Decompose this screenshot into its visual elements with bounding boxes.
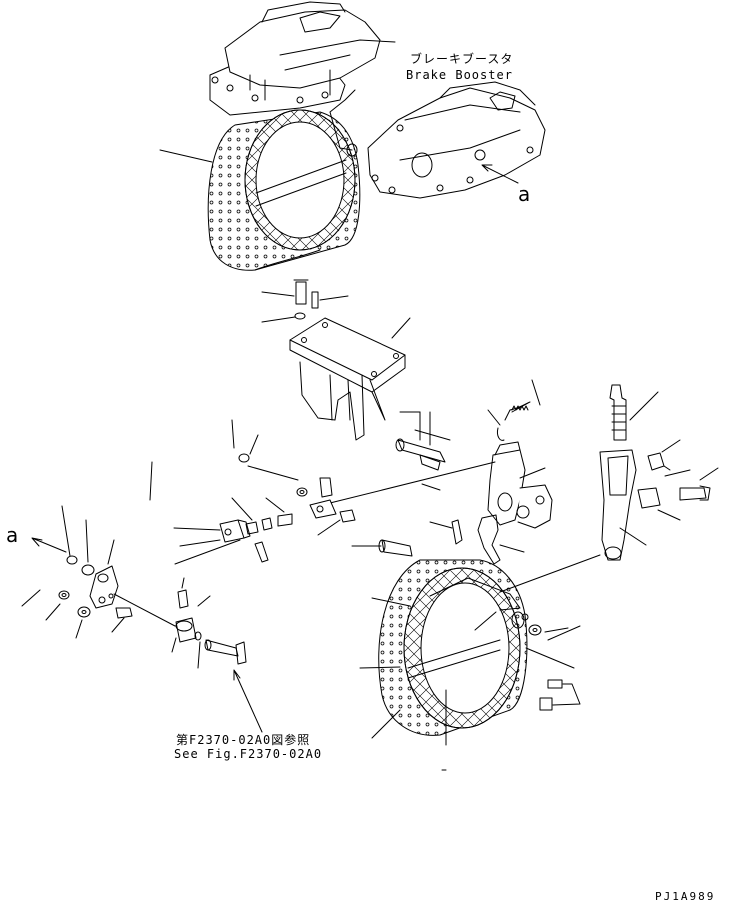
clevis-pin (255, 542, 268, 562)
leader-pin-top (422, 484, 440, 490)
leader-washer-right (545, 626, 580, 640)
leader-bracket-arm (526, 648, 574, 668)
leader-bottom-band-2 (372, 710, 400, 738)
leader-cam-pin (430, 522, 452, 528)
booster-label-en: Brake Booster (406, 68, 513, 82)
arm-bolt (680, 486, 710, 500)
leader-bracket (392, 318, 410, 338)
leader-arm (620, 528, 646, 545)
leader-top-drum (160, 150, 212, 162)
leader-spring-2 (488, 410, 500, 425)
leader-upper-clevis (318, 520, 340, 535)
top-booster-housing (210, 2, 395, 156)
bushing (176, 618, 201, 642)
clevis-block (220, 520, 250, 542)
rod-adjuster (610, 385, 626, 440)
leader-link-long (114, 594, 175, 626)
leader-bolts-bottom-right (553, 684, 580, 705)
small-washer-right (522, 614, 541, 635)
rod-end (205, 640, 246, 664)
leader-clevis-2 (180, 540, 220, 546)
leader-block-2 (665, 470, 690, 476)
bottom-brake-band (379, 560, 527, 735)
leader-upper-washer (150, 420, 258, 500)
leader-left-parts (22, 506, 210, 668)
leader-pin-1 (320, 296, 348, 300)
leader-lever (520, 468, 545, 478)
arm-block (638, 453, 670, 508)
bracket-pins (396, 412, 450, 470)
leader-nut (266, 498, 284, 512)
figure-id: PJ1A989 (655, 890, 716, 903)
ref-arrow-left (32, 538, 66, 552)
leader-washer-1 (262, 317, 295, 322)
leader-adjuster (630, 392, 658, 420)
leader-pins (400, 412, 420, 432)
booster-label-jp: ブレーキブースタ (410, 52, 514, 66)
leader-bottom-pin (475, 612, 496, 630)
leader-arm-bolt (700, 468, 718, 480)
link-plate (90, 566, 118, 608)
small-parts-left (59, 556, 188, 618)
see-figure-en: See Fig.F2370-02A0 (174, 747, 323, 761)
leader-bottom-band-1 (360, 667, 400, 668)
brake-arm (600, 450, 636, 560)
lever-bracket (488, 442, 552, 528)
brake-bracket (290, 318, 405, 440)
leader-bottom-band-4 (372, 598, 410, 606)
spring (497, 402, 530, 440)
bracket-bolt (294, 280, 318, 319)
ref-arrow-bottom (234, 670, 262, 732)
nut-pair (246, 514, 292, 534)
ref-a-left: a (6, 523, 19, 547)
upper-clevis (310, 478, 355, 522)
leader-bolt-1 (262, 292, 294, 296)
booster-arrow (482, 165, 518, 183)
upper-washer (239, 454, 307, 496)
top-brake-band (208, 110, 360, 270)
bolts-bottom-right (540, 680, 562, 710)
leader-spring (532, 380, 540, 405)
cam-lever (452, 515, 500, 564)
brake-booster (368, 82, 545, 198)
leader-clevis (174, 528, 220, 530)
connector-lines (175, 462, 600, 592)
see-figure-jp: 第F2370-02A0図参照 (176, 733, 311, 747)
leader-nut-2 (232, 498, 252, 520)
bottom-pin (379, 540, 412, 556)
leader-block-1 (662, 440, 680, 452)
leader-block-3 (658, 510, 680, 520)
leader-cam-lever (500, 545, 524, 552)
ref-a-top: a (518, 182, 531, 206)
